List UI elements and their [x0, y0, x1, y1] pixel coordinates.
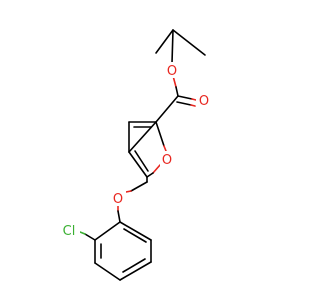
bond-benzene-1: [119, 221, 152, 241]
bond-benzene-cl: [84, 233, 96, 241]
bond-benzene-double-2: [122, 258, 146, 273]
bond-ch2-o: [130, 181, 148, 192]
bond-benzene-double-1: [123, 228, 147, 243]
bond-benzene-3: [119, 261, 152, 281]
bond-carbonyl-double-1: [177, 95, 193, 100]
atom-o-carbonyl: O: [199, 94, 209, 109]
bond-isopropyl-methyl-left: [155, 29, 174, 54]
bond-furan-c2-o-red: [163, 145, 167, 152]
atom-o-carbonyl-bg: [196, 92, 212, 108]
bond-furan-o-c5: [146, 172, 154, 178]
bond-carbonyl-double-2: [176, 101, 192, 106]
atom-o-ester-bg: [163, 62, 179, 78]
bond-carbonyl-double-1-o: [191, 98, 197, 101]
atom-o-phenoxy: O: [113, 192, 123, 207]
bond-carbonyl-to-furan: [155, 95, 179, 123]
bond-isopropyl-methyl-right: [172, 29, 206, 56]
atom-o-ester: O: [167, 64, 177, 79]
bond-ch2-o-red: [125, 190, 132, 193]
molecule-diagram: O O O O Cl: [58, 29, 212, 281]
bond-o-phenyl: [117, 210, 121, 223]
atom-cl-bg: [58, 222, 80, 238]
bond-furan-o-c5-red: [152, 164, 161, 174]
bond-furan-double-inner-2: [134, 150, 149, 172]
bond-furan-c2-o: [155, 121, 165, 147]
atom-o-furan: O: [162, 153, 172, 168]
atom-o-furan-bg: [160, 151, 176, 167]
bond-isopropyl-ch: [171, 29, 174, 64]
bond-carbonyl-c: [175, 86, 179, 97]
bond-furan-c5-c4: [128, 151, 148, 178]
bond-benzene-6: [94, 221, 121, 241]
atom-o-phenoxy-bg: [110, 190, 126, 206]
atom-cl: Cl: [63, 224, 76, 239]
bond-carbonyl-double-2-o: [190, 104, 196, 107]
bond-benzene-4: [94, 262, 121, 281]
bond-benzene-cl-green: [79, 231, 86, 235]
